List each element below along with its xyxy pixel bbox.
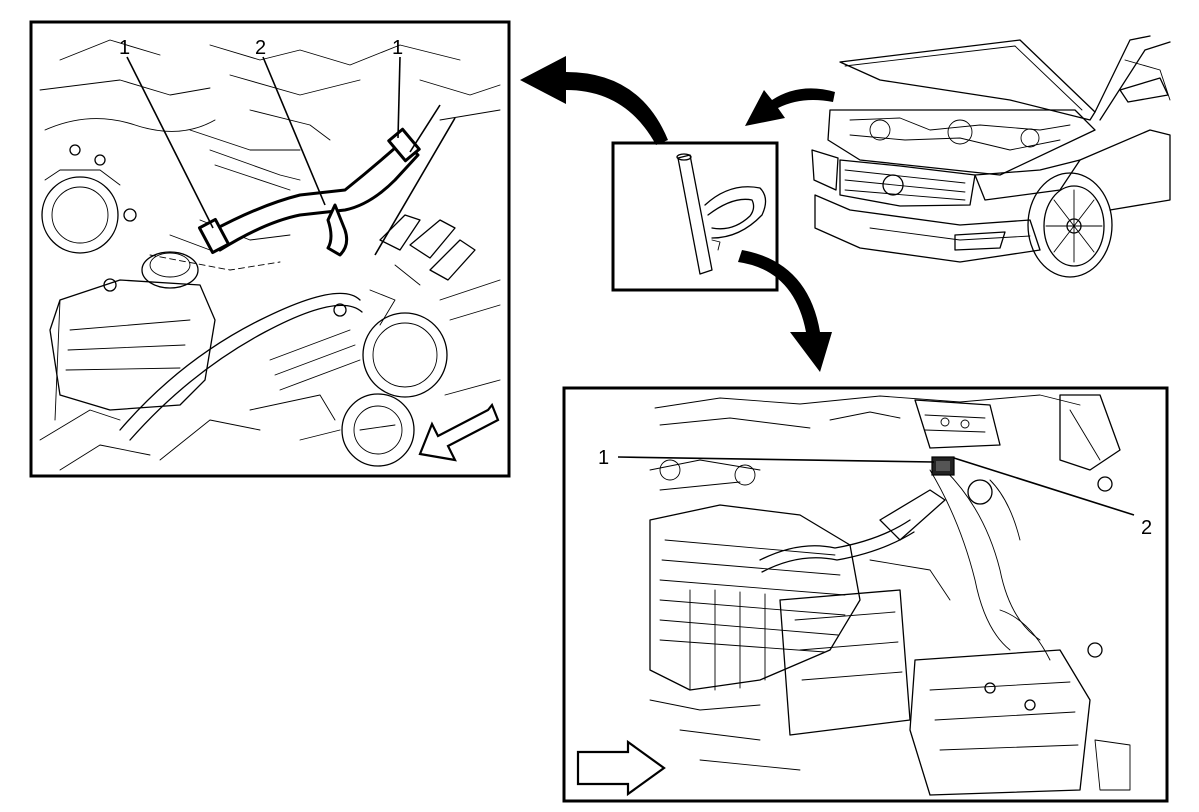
flow-arrow-from-vehicle <box>745 88 835 126</box>
callout-leaders-bottom-right <box>617 456 1135 516</box>
hose-connector <box>931 456 955 476</box>
flow-arrow-to-detail <box>520 56 668 145</box>
callout-leaders-top-left <box>126 56 456 256</box>
callout-number: 2 <box>1141 517 1152 539</box>
engine-bay-linework <box>39 39 501 471</box>
callout-number: 2 <box>255 37 266 59</box>
flow-arrow-to-installation <box>738 250 832 372</box>
part-locator-thumbnail <box>611 141 779 292</box>
callout-number: 1 <box>598 447 609 469</box>
callout-number: 1 <box>119 37 130 59</box>
hvac-module-linework <box>649 394 1131 796</box>
front-direction-arrow <box>418 402 500 462</box>
callout-number: 1 <box>392 37 403 59</box>
front-direction-arrow <box>576 739 666 797</box>
engine-bay-detail-panel: 1 2 1 <box>29 20 511 478</box>
heater-hose <box>197 127 421 257</box>
vehicle-locator-illustration <box>811 35 1171 278</box>
installation-view-panel: 1 2 <box>562 386 1169 803</box>
hose-thumbnail <box>676 153 767 275</box>
